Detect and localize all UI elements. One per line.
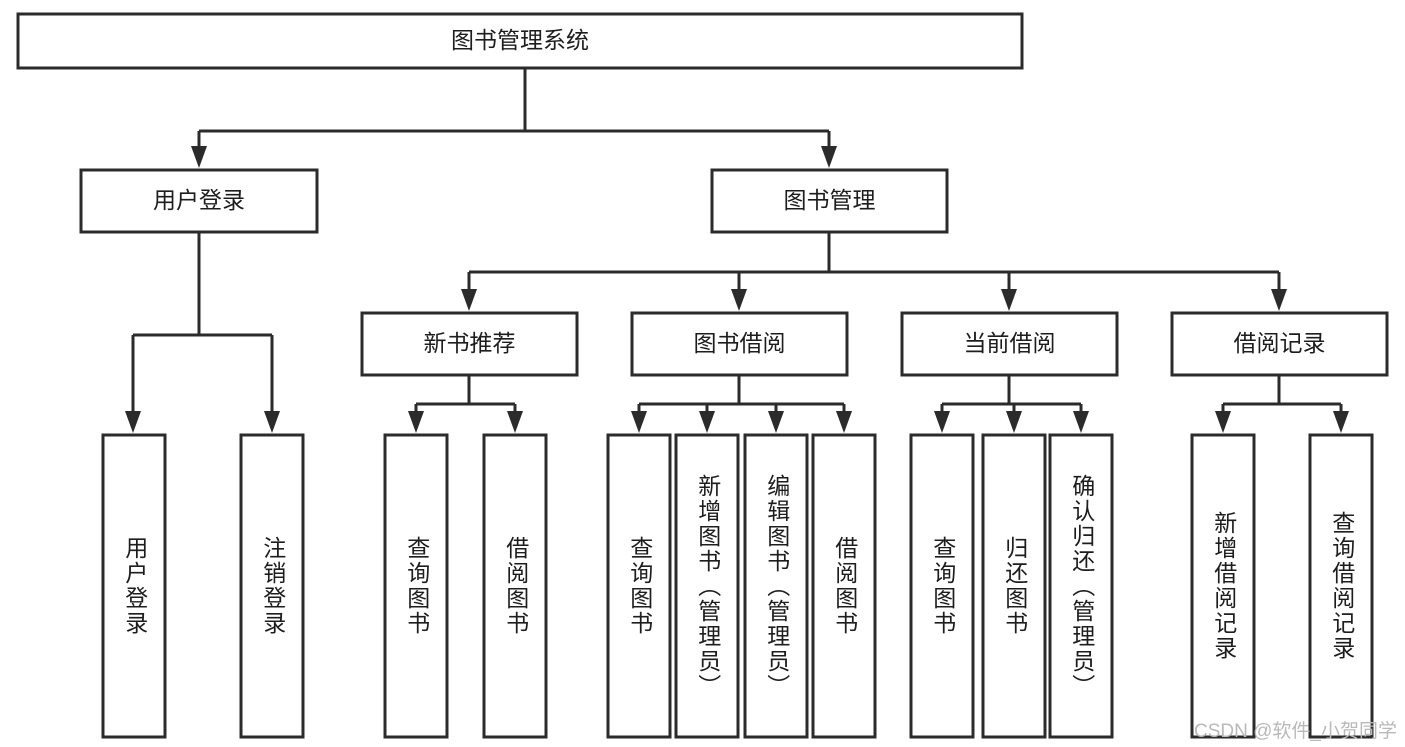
node-label-new-book-recommend: 新书推荐	[424, 330, 516, 356]
node-label-root: 图书管理系统	[451, 27, 589, 53]
node-box-book-manage[interactable]	[710, 168, 949, 234]
node-box-leaf-query-book-borrow[interactable]	[606, 433, 672, 739]
node-box-leaf-query-record[interactable]	[1308, 433, 1374, 739]
node-box-leaf-add-record[interactable]	[1190, 433, 1256, 739]
node-box-leaf-return-book[interactable]	[981, 433, 1047, 739]
connector-arrowhead	[699, 411, 715, 433]
node-box-leaf-add-book[interactable]	[674, 433, 740, 739]
connector-arrowhead	[1006, 411, 1022, 433]
node-box-user-login[interactable]	[79, 168, 319, 234]
node-label-current-borrow: 当前借阅	[964, 330, 1056, 356]
node-label-book-borrow: 图书借阅	[694, 330, 786, 356]
boxes-layer	[16, 12, 1389, 739]
node-box-leaf-user-login[interactable]	[101, 433, 167, 739]
connector-arrowhead	[507, 411, 523, 433]
connector-arrowhead	[1271, 289, 1287, 311]
connector-arrowhead	[1001, 289, 1017, 311]
connector-arrowhead	[1215, 411, 1231, 433]
connector-arrowhead	[934, 411, 950, 433]
connector-bookmanage-to-level3	[461, 232, 1287, 311]
node-box-leaf-edit-book[interactable]	[743, 433, 809, 739]
node-box-book-borrow[interactable]	[630, 311, 849, 377]
connector-arrowhead	[1333, 411, 1349, 433]
node-label-book-manage: 图书管理	[784, 187, 876, 213]
connectors-layer	[125, 68, 1349, 433]
node-box-current-borrow[interactable]	[900, 311, 1119, 377]
node-label-user-login: 用户登录	[153, 187, 245, 213]
node-box-leaf-borrow-book-rec[interactable]	[482, 433, 548, 739]
node-box-leaf-borrow-book[interactable]	[811, 433, 877, 739]
watermark-text: CSDN @软件_小贺同学	[1194, 721, 1397, 742]
node-box-borrow-record[interactable]	[1170, 311, 1389, 377]
connector-arrowhead	[1073, 411, 1089, 433]
connector-arrowhead	[125, 411, 141, 433]
connector-borrowrecord-to-leaves	[1215, 375, 1349, 433]
connector-arrowhead	[631, 411, 647, 433]
connector-arrowhead	[191, 146, 207, 168]
node-box-leaf-user-logout[interactable]	[239, 433, 305, 739]
connector-userlogin-to-leaves	[125, 232, 280, 433]
connector-arrowhead	[408, 411, 424, 433]
node-box-leaf-query-book-current[interactable]	[909, 433, 975, 739]
connector-arrowhead	[731, 289, 747, 311]
connector-newbook-to-leaves	[408, 375, 523, 433]
connector-arrowhead	[264, 411, 280, 433]
connector-arrowhead	[461, 289, 477, 311]
connector-bookborrow-to-leaves	[631, 375, 852, 433]
connector-arrowhead	[836, 411, 852, 433]
connector-arrowhead	[821, 146, 837, 168]
connector-arrowhead	[768, 411, 784, 433]
node-box-root[interactable]	[16, 12, 1024, 70]
connector-root-to-level2	[191, 68, 837, 168]
node-box-new-book-recommend[interactable]	[360, 311, 579, 377]
connector-currentborrow-to-leaves	[934, 375, 1089, 433]
node-box-leaf-confirm-return[interactable]	[1048, 433, 1114, 739]
node-box-leaf-query-book-rec[interactable]	[383, 433, 449, 739]
node-label-borrow-record: 借阅记录	[1234, 330, 1326, 356]
